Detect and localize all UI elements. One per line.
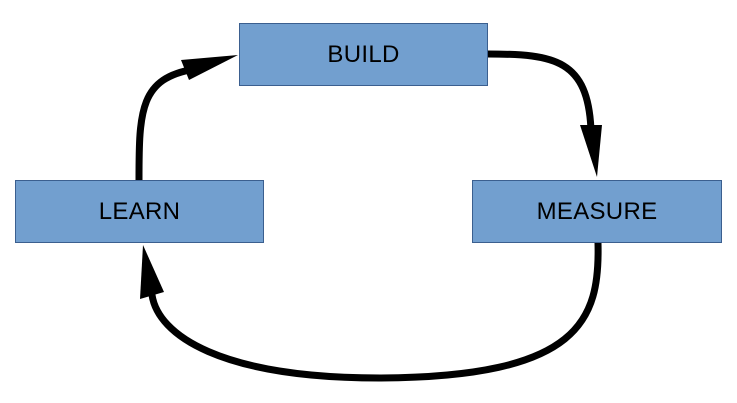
measure-box: MEASURE	[472, 180, 722, 243]
learn-box: LEARN	[15, 180, 264, 243]
arrow-build-to-measure	[484, 50, 602, 177]
build-label: BUILD	[327, 40, 400, 68]
learn-label: LEARN	[98, 197, 181, 225]
arrowhead-icon	[580, 125, 602, 177]
build-box: BUILD	[239, 23, 488, 86]
arrowhead-icon	[181, 55, 238, 80]
arrow-measure-to-learn	[140, 239, 602, 382]
measure-label: MEASURE	[536, 197, 658, 225]
arrow-learn-to-build	[135, 55, 238, 184]
arrowhead-icon	[140, 245, 164, 299]
